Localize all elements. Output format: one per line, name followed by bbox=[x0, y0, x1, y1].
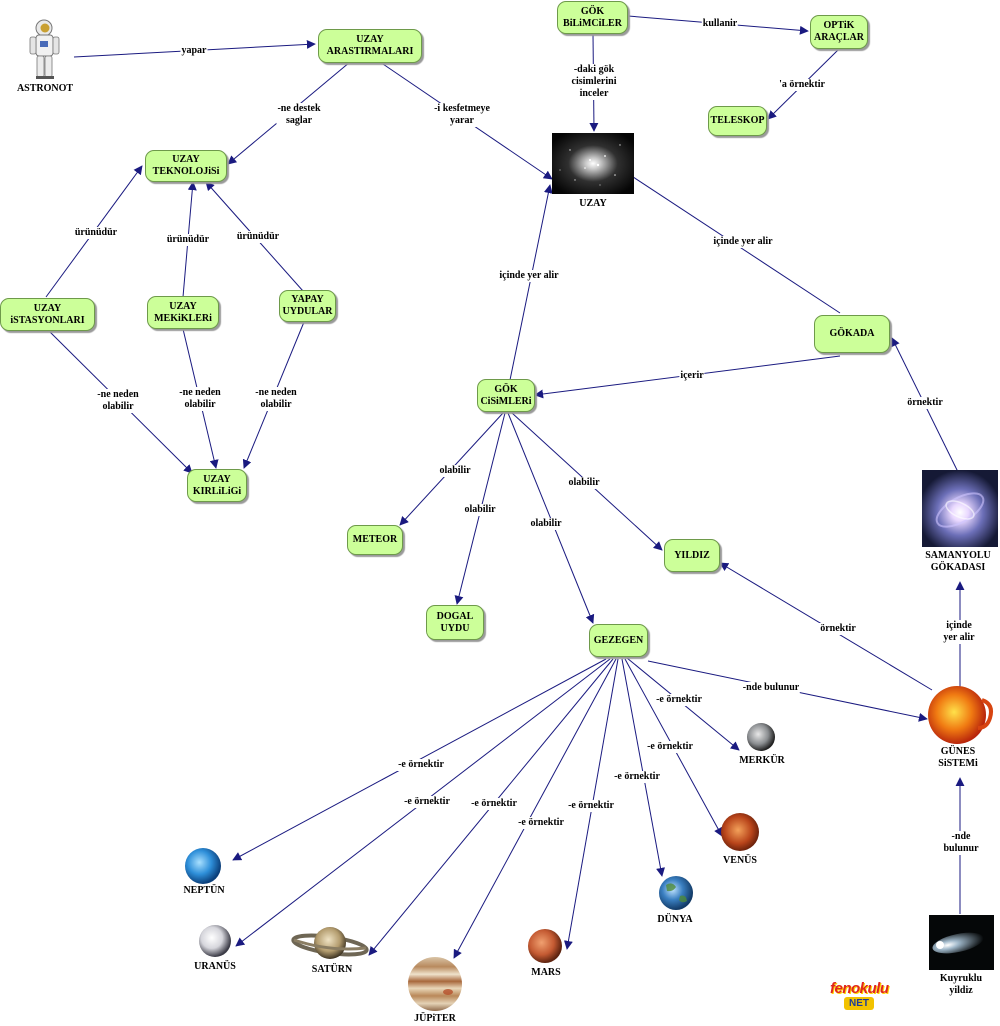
caption-samanyolu: SAMANYOLU GÖKADASI bbox=[925, 550, 991, 573]
caption-merkur: MERKÜR bbox=[739, 755, 785, 766]
label-daki-gok: -daki gök cisimlerini inceler bbox=[570, 64, 618, 100]
caption-astronot: ASTRONOT bbox=[16, 83, 74, 94]
label-e-ornektir-merkur: -e örnektir bbox=[655, 694, 703, 706]
label-ne-neden-istasyon: -ne neden olabilir bbox=[96, 389, 140, 413]
fenokulu-logo: fenokulu NET bbox=[830, 980, 889, 1011]
label-urunudur-istasyon: ürünüdür bbox=[73, 227, 119, 239]
logo-net-badge: NET bbox=[844, 997, 874, 1010]
node-gok-cisimleri[interactable]: GÖK CiSiMLERi bbox=[477, 379, 535, 412]
label-nde-bulunur-gezegen: -nde bulunur bbox=[741, 682, 801, 694]
space-image bbox=[552, 133, 634, 194]
node-teleskop[interactable]: TELESKOP bbox=[708, 106, 767, 136]
caption-saturn: SATÜRN bbox=[311, 964, 353, 975]
node-dogal-uydu[interactable]: DOGAL UYDU bbox=[426, 605, 484, 640]
edge-gok-cisimleri-uzay bbox=[509, 184, 553, 381]
node-yildiz[interactable]: YILDIZ bbox=[664, 539, 720, 572]
caption-gunes-sistemi: GÜNES SiSTEMi bbox=[938, 746, 978, 769]
label-olabilir-meteor: olabilir bbox=[438, 465, 472, 477]
label-icinde-gok-uzay: içinde yer alir bbox=[498, 270, 560, 282]
logo-wordmark: fenokulu bbox=[830, 980, 889, 997]
caption-dunya: DÜNYA bbox=[657, 914, 693, 925]
label-i-kesfetmeye: -i kesfetmeye yarar bbox=[433, 103, 491, 127]
label-e-ornektir-mars: -e örnektir bbox=[567, 800, 615, 812]
sun-image bbox=[928, 686, 993, 744]
earth-image bbox=[659, 876, 693, 910]
milky-way-image bbox=[922, 470, 998, 547]
node-uzay-mekikleri[interactable]: UZAY MEKiKLERi bbox=[147, 296, 219, 329]
label-kullanir: kullanir bbox=[701, 18, 739, 30]
comet-image bbox=[929, 915, 994, 970]
caption-uranus: URANÜS bbox=[194, 961, 236, 972]
label-ornektir-gunes: örnektir bbox=[819, 623, 857, 635]
saturn-image bbox=[291, 927, 369, 959]
label-ne-neden-mekik: -ne neden olabilir bbox=[178, 387, 222, 411]
neptune-image bbox=[185, 848, 221, 884]
label-urunudur-mekik: ürünüdür bbox=[165, 234, 211, 246]
uranus-image bbox=[199, 925, 231, 957]
venus-image bbox=[721, 813, 759, 851]
label-icerir: içerir bbox=[679, 370, 705, 382]
label-icinde-samanyolu: içinde yer alir bbox=[938, 620, 980, 644]
label-e-ornektir-saturn: -e örnektir bbox=[470, 798, 518, 810]
node-gok-bilimciler[interactable]: GÖK BiLiMCiLER bbox=[557, 1, 628, 34]
edge-gezegen-jupiter bbox=[453, 658, 617, 959]
node-gezegen[interactable]: GEZEGEN bbox=[589, 624, 648, 657]
caption-kuyruklu-yildiz: Kuyruklu yildiz bbox=[939, 973, 983, 996]
label-e-ornektir-uranus: -e örnektir bbox=[403, 796, 451, 808]
label-a-ornektir: 'a örnektir bbox=[778, 79, 826, 91]
label-e-ornektir-jupiter: -e örnektir bbox=[517, 817, 565, 829]
astronaut-image bbox=[29, 19, 60, 79]
caption-jupiter: JÜPiTER bbox=[414, 1013, 456, 1024]
jupiter-spot bbox=[443, 989, 453, 995]
label-icinde-gokada-uzay: içinde yer alir bbox=[712, 236, 774, 248]
node-meteor[interactable]: METEOR bbox=[347, 525, 403, 555]
label-e-ornektir-dunya: -e örnektir bbox=[613, 771, 661, 783]
label-ne-neden-yapay: -ne neden olabilir bbox=[254, 387, 298, 411]
node-yapay-uydular[interactable]: YAPAY UYDULAR bbox=[279, 290, 336, 322]
label-e-ornektir-venus: -e örnektir bbox=[646, 741, 694, 753]
label-e-ornektir-neptun: -e örnektir bbox=[397, 759, 445, 771]
label-olabilir-gezegen: olabilir bbox=[529, 518, 563, 530]
caption-neptun: NEPTÜN bbox=[183, 885, 225, 896]
label-olabilir-uydu: olabilir bbox=[463, 504, 497, 516]
jupiter-image bbox=[408, 957, 462, 1011]
mars-image bbox=[528, 929, 562, 963]
mercury-image bbox=[747, 723, 775, 751]
label-olabilir-yildiz: olabilir bbox=[567, 477, 601, 489]
edge-gezegen-dunya bbox=[621, 658, 665, 877]
caption-mars: MARS bbox=[531, 967, 561, 978]
node-optik-araclar[interactable]: OPTiK ARAÇLAR bbox=[810, 15, 868, 49]
node-uzay-kirliligi[interactable]: UZAY KIRLiLiGi bbox=[187, 469, 247, 502]
label-ornektir-samanyolu: örnektir bbox=[906, 397, 944, 409]
label-ne-destek: -ne destek saglar bbox=[276, 103, 322, 127]
node-uzay-teknolojisi[interactable]: UZAY TEKNOLOJiSi bbox=[145, 150, 227, 182]
earth-land bbox=[666, 883, 687, 903]
node-uzay-arastirmalari[interactable]: UZAY ARASTIRMALARI bbox=[318, 29, 422, 63]
label-urunudur-yapay: ürünüdür bbox=[235, 231, 281, 243]
node-uzay-istasyonlari[interactable]: UZAY iSTASYONLARI bbox=[0, 298, 95, 331]
caption-uzay: UZAY bbox=[579, 198, 607, 209]
label-nde-bulunur-kuyruklu: -nde bulunur bbox=[941, 831, 981, 855]
label-yapar: yapar bbox=[180, 45, 208, 57]
node-gokada[interactable]: GÖKADA bbox=[814, 315, 890, 353]
caption-venus: VENÜS bbox=[723, 855, 757, 866]
